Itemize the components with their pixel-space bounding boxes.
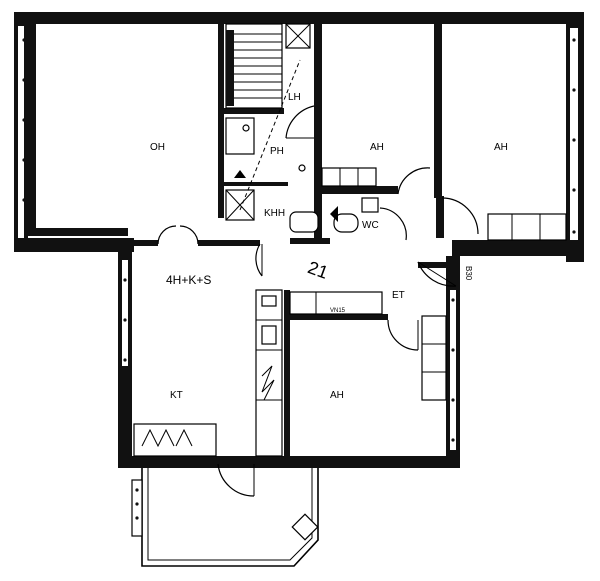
unit-code: 4H+K+S xyxy=(166,273,211,287)
room-label-ah-bottom: AH xyxy=(330,390,344,401)
bathroom-fixtures xyxy=(225,59,379,233)
balcony xyxy=(131,468,319,567)
wall-marker: B30 xyxy=(464,266,473,281)
room-labels: OH AH AH LH PH KHH WC 4H+K+S 21 ET KT AH… xyxy=(150,92,508,401)
vn-label: VN15 xyxy=(330,308,346,314)
room-label-lh: LH xyxy=(288,92,301,103)
room-label-ah-top-middle: AH xyxy=(370,142,384,153)
room-label-oh: OH xyxy=(150,142,165,153)
room-label-et: ET xyxy=(392,290,405,301)
room-label-ph: PH xyxy=(270,146,284,157)
wall-insulation-dots xyxy=(22,38,576,442)
room-label-khh: KHH xyxy=(264,208,285,219)
staircase xyxy=(225,23,311,109)
unit-number: 21 xyxy=(305,257,331,283)
exterior-walls xyxy=(14,12,584,468)
interior-walls xyxy=(128,22,448,456)
room-label-kt: KT xyxy=(170,390,183,401)
room-label-ah-top-right: AH xyxy=(494,142,508,153)
room-label-wc: WC xyxy=(362,220,379,231)
doors xyxy=(157,105,479,497)
cabinets xyxy=(133,167,567,457)
